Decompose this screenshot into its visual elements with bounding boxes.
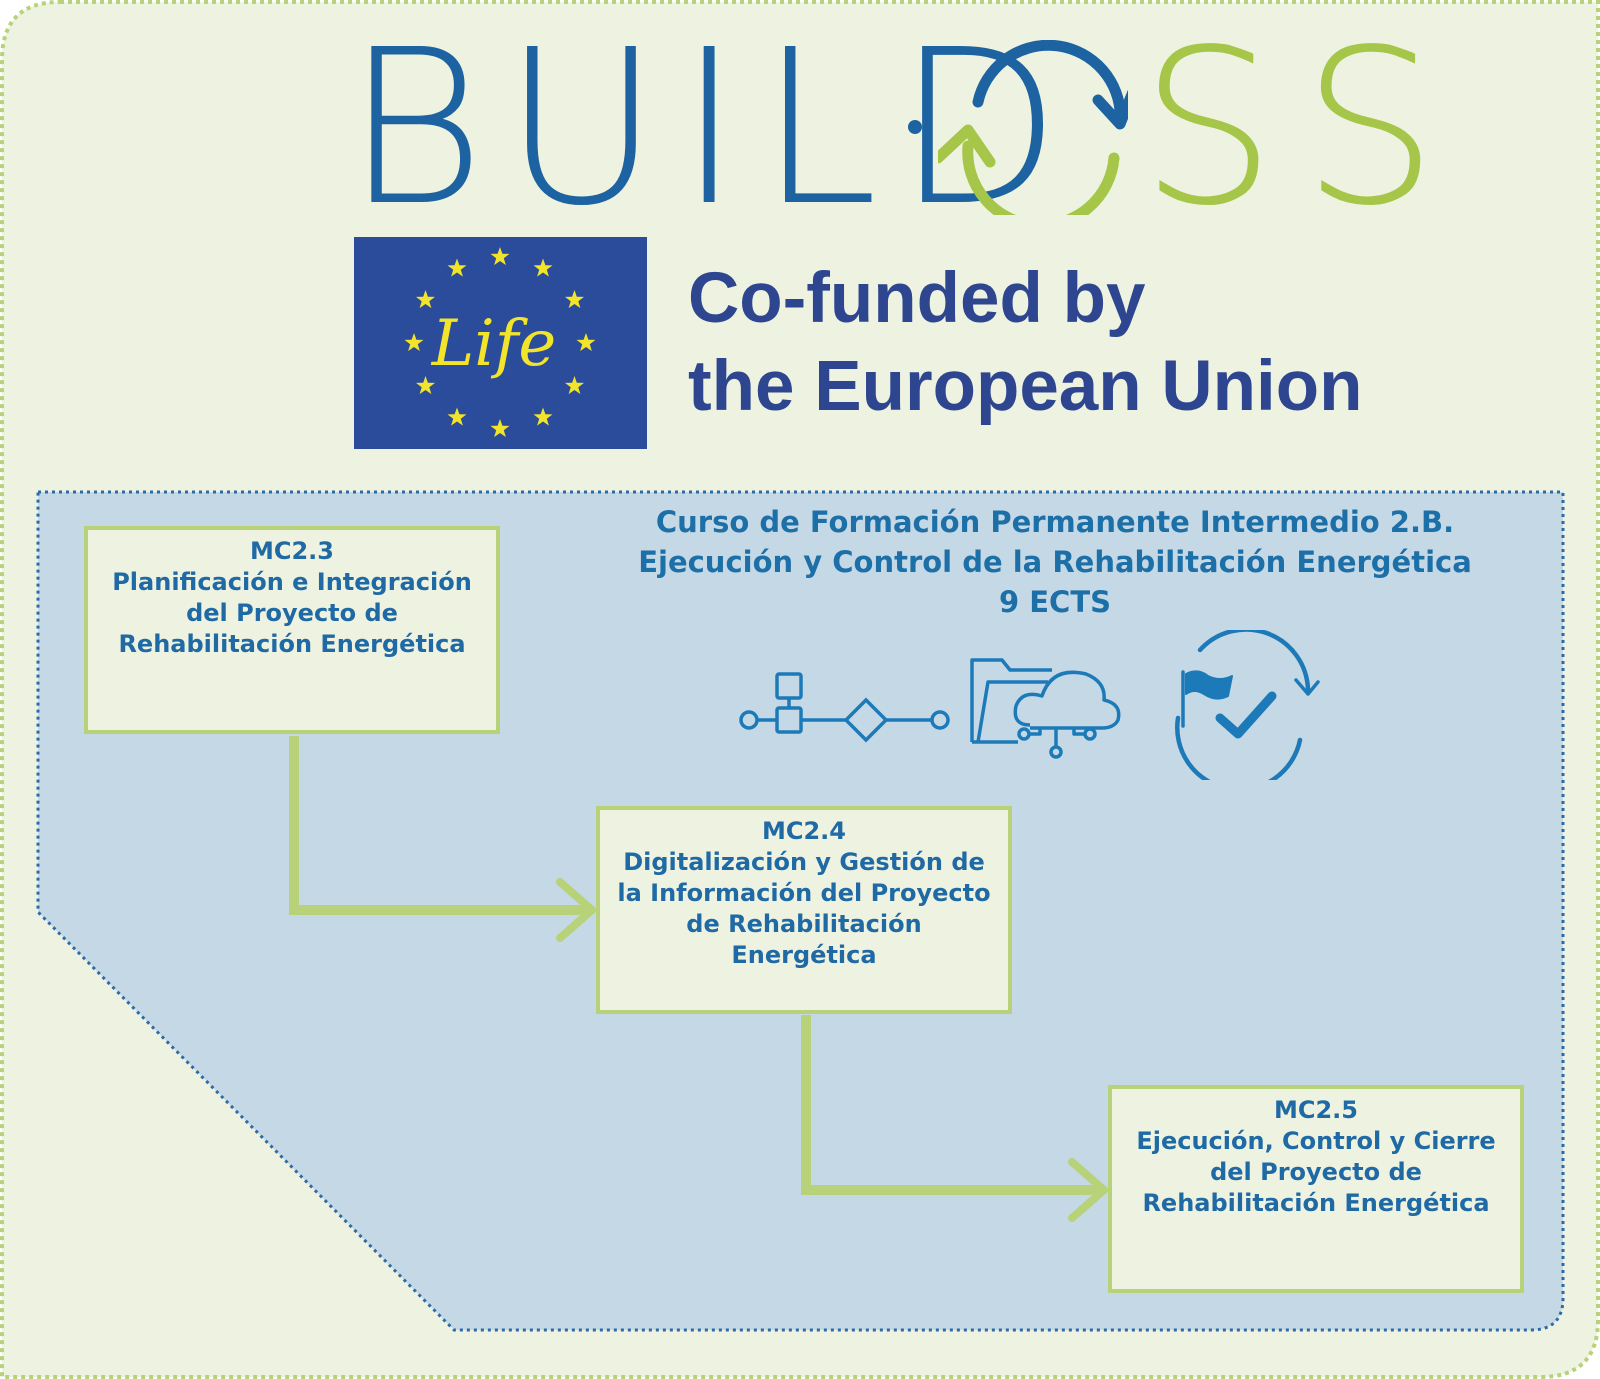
cofunded-text: Co-funded by the European Union (688, 259, 1363, 426)
module-code: MC2.4 (761, 817, 846, 845)
module-mc2-3: MC2.3 Planificación e Integración del Pr… (84, 526, 500, 734)
eu-star (404, 333, 424, 352)
course-title: Curso de Formación Permanente Intermedio… (600, 502, 1510, 622)
eu-star (447, 258, 467, 277)
cloud-folder-icon (970, 658, 1121, 759)
connector-mc24-mc25 (801, 1015, 1102, 1195)
eu-star (565, 376, 584, 395)
oss-cycle-o-icon (938, 40, 1128, 215)
eu-stars-icon: Life (404, 247, 596, 438)
eu-star (447, 407, 467, 426)
process-flow-icon (739, 672, 950, 743)
module-mc2-4: MC2.4 Digitalización y Gestión de la Inf… (596, 806, 1012, 1014)
module-code: MC2.3 (249, 537, 334, 565)
module-code: MC2.5 (1273, 1096, 1358, 1124)
eu-star (565, 290, 584, 309)
course-title-line1: Curso de Formación Permanente Intermedio… (655, 505, 1455, 539)
module-title: Ejecución, Control y Cierre del Proyecto… (1136, 1127, 1496, 1217)
logo-oss-text: SS (1140, 4, 1464, 253)
eu-star (533, 258, 553, 277)
module-mc2-5: MC2.5 Ejecución, Control y Cierre del Pr… (1108, 1085, 1524, 1293)
connector-mc23-mc24 (289, 736, 590, 915)
eu-star (576, 333, 596, 352)
eu-life-flag: Life (354, 237, 647, 449)
course-title-credits: 9 ECTS (998, 585, 1112, 619)
logo-build-text: BUILD (345, 4, 1079, 253)
life-script-text: Life (431, 307, 557, 381)
eu-star (533, 407, 553, 426)
module-title: Planificación e Integración del Proyecto… (112, 568, 472, 658)
course-icons (739, 630, 1320, 780)
eu-star (416, 290, 435, 309)
logo-dot (908, 120, 922, 134)
module-title: Digitalización y Gestión de la Informaci… (617, 848, 991, 969)
arrowhead-mc25 (1068, 1158, 1108, 1222)
course-title-line2: Ejecución y Control de la Rehabilitación… (638, 545, 1472, 579)
flag-check-cycle-icon (1175, 630, 1320, 780)
arrowhead-mc24 (556, 878, 596, 942)
eu-star (490, 247, 510, 266)
eu-star (416, 376, 435, 395)
eu-star (490, 419, 510, 438)
